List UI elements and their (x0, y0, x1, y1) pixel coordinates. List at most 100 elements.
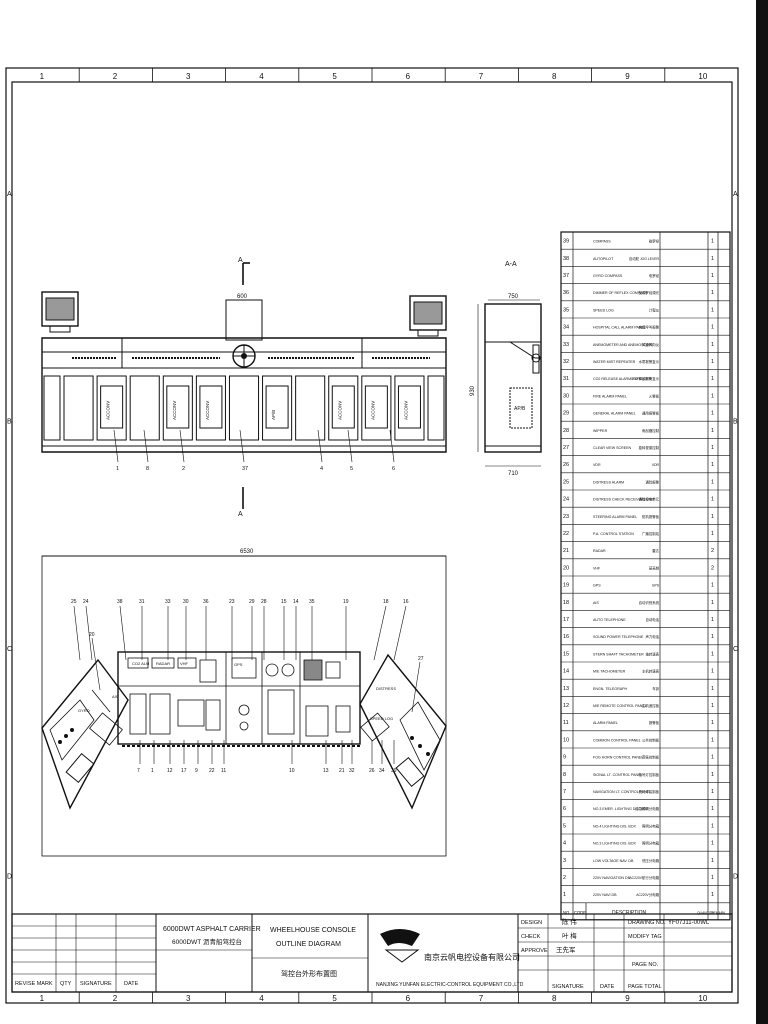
parts-row-number: 25 (563, 479, 569, 485)
page-no-label: PAGE NO. (632, 962, 659, 968)
callout-leader (113, 429, 119, 463)
parts-row-description: STEERING ALARM PANEL (593, 515, 637, 519)
parts-row-description: HOSPITAL CALL ALARM PANEL (593, 326, 646, 330)
parts-row-quantity: 1 (711, 669, 714, 675)
parts-row-model: 遇险报警 (645, 479, 659, 484)
module-panel (265, 385, 289, 429)
column-label: 1 (40, 72, 45, 81)
parts-row-model: 风速风向仪 (642, 342, 660, 347)
company-logo (380, 929, 420, 963)
console-door (129, 375, 160, 441)
parts-row-quantity: 1 (711, 376, 714, 382)
qty-label: QTY (60, 981, 72, 987)
parts-row-number: 16 (563, 634, 569, 640)
right-monitor (409, 295, 447, 337)
callout-number: 8 (146, 466, 149, 472)
parts-row-description: RADAR (593, 549, 606, 553)
column-label: 6 (406, 994, 411, 1003)
plan-right-wing (359, 653, 447, 810)
section-height-dimension: 930 (470, 385, 476, 396)
callout-leader (179, 429, 185, 463)
row-label: A (733, 191, 738, 198)
parts-row-quantity: 1 (711, 239, 714, 245)
parts-row-description: AUTOPILOT (593, 257, 614, 261)
parts-row-quantity: 1 (711, 445, 714, 451)
parts-row-number: 29 (563, 411, 569, 417)
parts-row-number: 2 (563, 875, 566, 881)
parts-row-quantity: 1 (711, 342, 714, 348)
design-name: 陈 伟 (562, 917, 577, 926)
plan-center-console (117, 651, 361, 747)
column-label: 4 (259, 72, 264, 81)
module-panel (397, 385, 421, 429)
parts-row-number: 15 (563, 651, 569, 657)
column-label: 4 (259, 994, 264, 1003)
drawing-title-en-1: WHEELHOUSE CONSOLE (270, 927, 356, 934)
section-top-dimension: 750 (508, 294, 519, 300)
callout-number: 22 (209, 768, 215, 774)
console-door (43, 375, 61, 441)
callout-number: 10 (289, 768, 295, 774)
parts-row-description: WIPPER (593, 429, 608, 433)
callout-number: 2 (182, 466, 185, 472)
inner-frame (11, 81, 733, 993)
callout-number: 18 (383, 599, 389, 605)
console-door (63, 375, 94, 441)
parts-row-number: 32 (563, 359, 569, 365)
callout-leader (239, 429, 245, 463)
parts-row-quantity: 1 (711, 841, 714, 847)
parts-row-description: FOG HORN CONTROL PANEL (593, 756, 643, 760)
parts-row-number: 12 (563, 703, 569, 709)
parts-row-model: 电罗经 (649, 273, 660, 278)
revise-mark-label: REVISE MARK (15, 981, 53, 987)
company-name-cn: 南京云帆电控设备有限公司 (424, 952, 520, 962)
parts-row-number: 28 (563, 428, 569, 434)
drawing-no: YF07J11-00WL (668, 920, 710, 926)
callout-number: 1 (116, 466, 119, 472)
callout-number: 36 (203, 599, 209, 605)
signature-small-label: SIGNATURE (80, 981, 112, 987)
parts-row-description: VDR (593, 463, 601, 467)
callout-number: 25 (71, 599, 77, 605)
width-dimension: 600 (237, 294, 248, 300)
parts-row-description: 220V NAVI DB (593, 893, 617, 897)
callout-number: 37 (242, 466, 248, 472)
parts-row-model: 主机转速表 (642, 669, 660, 674)
callout-leader (411, 661, 421, 713)
parts-row-description: SPEED LOG (593, 308, 614, 312)
module-panel (199, 385, 223, 429)
callout-number: 38 (117, 599, 123, 605)
parts-row-quantity: 1 (711, 514, 714, 520)
parts-row-quantity: 1 (711, 686, 714, 692)
approve-name: 王先军 (556, 945, 576, 954)
module-label: ACCONV (172, 401, 177, 420)
parts-row-model: 磁罗经 (649, 239, 660, 244)
parts-row-model: 遇险接收单元 (639, 497, 660, 502)
parts-row-description: SOUND POWER TELEPHONE (593, 635, 644, 639)
console-door (96, 375, 127, 441)
parts-row-model: 计程仪 (649, 307, 660, 312)
parts-row-number: 31 (563, 376, 569, 382)
parts-row-model: 自动电话 (645, 617, 659, 622)
parts-row-description: CLEAR VIEW SCREEN (593, 446, 632, 450)
parts-row-quantity: 1 (711, 600, 714, 606)
parts-row-model: VDR (652, 463, 660, 467)
console-door (361, 375, 392, 441)
parts-row-quantity: 1 (711, 256, 714, 262)
helm-wheel (232, 344, 256, 368)
column-label: 2 (113, 994, 118, 1003)
column-label: 10 (698, 994, 707, 1003)
parts-row-model: 轴转速表 (645, 651, 659, 656)
parts-header-description: DESCRIPTION (612, 910, 647, 916)
parts-row-model: 雾笛控制板 (642, 755, 660, 760)
callout-number: 29 (249, 599, 255, 605)
console-door (427, 375, 445, 441)
parts-row-quantity: 1 (711, 411, 714, 417)
row-label: B (7, 418, 12, 425)
module-label: ACCONV (403, 401, 408, 420)
callout-number: 15 (281, 599, 287, 605)
parts-row-quantity: 1 (711, 325, 714, 331)
parts-row-quantity: 1 (711, 583, 714, 589)
